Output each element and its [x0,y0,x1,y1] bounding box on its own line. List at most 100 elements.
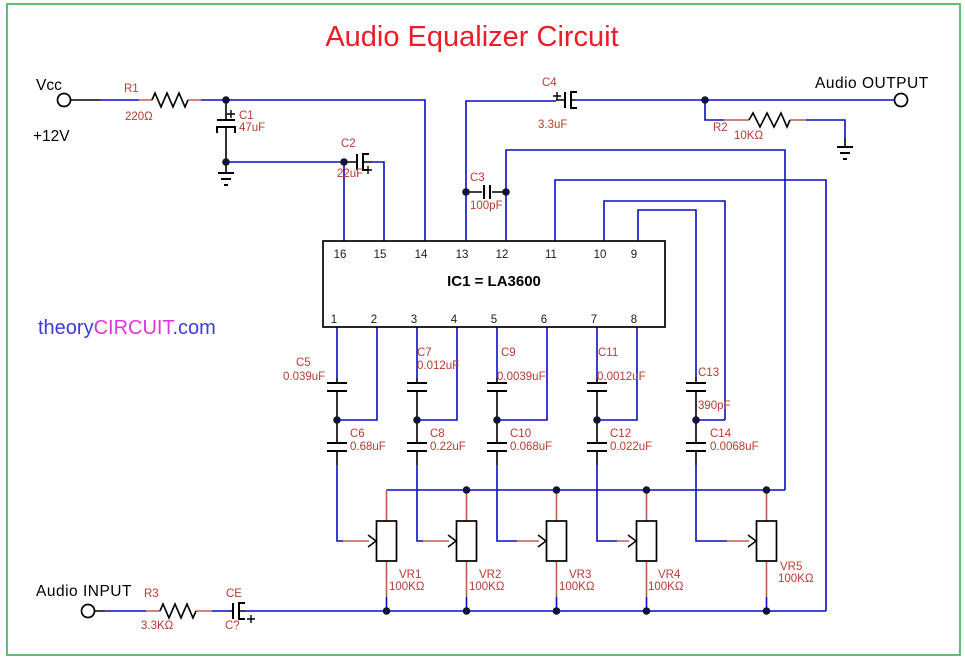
c7-ref: C7 [417,347,432,359]
resistor-r2-body [748,111,791,130]
c9-ref: C9 [501,347,516,359]
pin-15: 15 [374,249,387,261]
pin-5: 5 [491,314,497,326]
junction-dot [493,416,501,424]
vcc-terminal [56,92,72,108]
pin-4: 4 [451,314,458,326]
potentiometer-vr5 [755,520,778,562]
vr5-value: 100KΩ [778,573,814,585]
audio-input-terminal [80,603,96,619]
c10-ref: C10 [510,428,531,440]
capacitor-c3-symbol [483,185,491,199]
capacitors [216,91,706,623]
component-labels: R1 220Ω R2 10KΩ R3 3.3KΩ C1 47uF C2 22uF… [124,77,814,632]
resistor-r2 [748,111,791,130]
watermark-com: .com [172,317,215,339]
junction-dot [692,416,700,424]
pin-16: 16 [334,249,347,261]
potentiometer-vr2 [455,520,478,562]
potentiometer-vr1 [375,520,398,562]
c2-ref: C2 [341,138,356,150]
watermark-circuit: CIRCUIT [94,317,175,339]
capacitor-c14-symbol [686,442,706,452]
c3-ref: C3 [470,172,485,184]
junction-dot [462,607,471,615]
ic-pin-numbers-bottom: 1 2 3 4 5 6 7 8 [331,314,637,326]
ic-pin-numbers-top: 16 15 14 13 12 11 10 9 [334,249,638,261]
resistor-r1 [151,90,189,110]
ic-la3600: IC1 = LA3600 16 15 14 13 12 11 10 9 1 2 … [322,240,666,328]
c13-value: 390pF [698,400,731,412]
wiper-arrow-icon [447,534,458,548]
potentiometer-vr3 [545,520,568,562]
c14-ref: C14 [710,428,732,440]
pin-7: 7 [591,314,597,326]
c12-value: 0.022uF [610,441,652,453]
vr2-ref: VR2 [479,569,501,581]
capacitor-ce-symbol [232,602,245,620]
junction-dot [642,607,651,615]
junction-dot [340,158,348,166]
c3-value: 100pF [470,200,503,212]
capacitor-c11-symbol [587,382,607,392]
ground-icon [218,172,234,186]
capacitor-c5-symbol [327,382,347,392]
audio-output-terminal [893,92,909,108]
ic-label: IC1 = LA3600 [447,273,541,290]
vr5-ref: VR5 [780,561,802,573]
vr4-value: 100KΩ [648,581,684,593]
vr1-value: 100KΩ [389,581,425,593]
vr2-value: 100KΩ [469,581,505,593]
c4-ref: C4 [542,77,557,89]
polarity-plus-marks [227,92,561,623]
pin-8: 8 [631,314,637,326]
pin-10: 10 [594,249,607,261]
terminals [56,92,909,619]
resistor-r3 [159,601,197,621]
pin-2: 2 [371,314,377,326]
c8-ref: C8 [430,428,445,440]
audio-output-label: Audio OUTPUT [815,75,929,92]
vr1-ref: VR1 [399,569,421,581]
c13-ref: C13 [698,367,719,379]
junction-dot [382,607,391,615]
c6-value: 0.68uF [350,441,386,453]
red-leads [139,99,806,612]
capacitor-c12-symbol [587,442,607,452]
c1-ref: C1 [239,110,254,122]
watermark-theory: theory [38,317,94,339]
c11-ref: C11 [598,347,618,359]
ce-ref: CE [226,588,242,600]
junction-dot [462,486,471,494]
watermark: theoryCIRCUIT.com [38,317,216,339]
ground-icon [837,146,853,160]
c1-value: 47uF [239,122,265,134]
wiper-arrow-icon [747,534,758,548]
potentiometers [367,520,778,562]
vcc-label: Vcc [36,77,62,94]
c8-value: 0.22uF [430,441,466,453]
capacitor-c9-symbol [487,382,507,392]
c14-value: 0.0068uF [710,441,759,453]
audio-input-label: Audio INPUT [36,583,132,600]
junction-dot [642,486,651,494]
page-border [6,3,961,656]
c11-value: 0.0012uF [597,371,646,383]
vr4-ref: VR4 [658,569,681,581]
pin-6: 6 [541,314,547,326]
pin-14: 14 [415,249,428,261]
page-title: Audio Equalizer Circuit [325,21,618,53]
c9-value: 0.0039uF [497,371,546,383]
supply-voltage-label: +12V [33,128,70,145]
wiper-arrow-icon [367,534,378,548]
junction-dot [502,188,510,196]
r1-value: 220Ω [125,111,153,123]
ground-symbols [218,146,853,186]
junction-dot [593,416,601,424]
junction-dot [222,158,230,166]
junction-dot [333,416,341,424]
potentiometer-vr4 [635,520,658,562]
pin-11: 11 [545,249,557,261]
